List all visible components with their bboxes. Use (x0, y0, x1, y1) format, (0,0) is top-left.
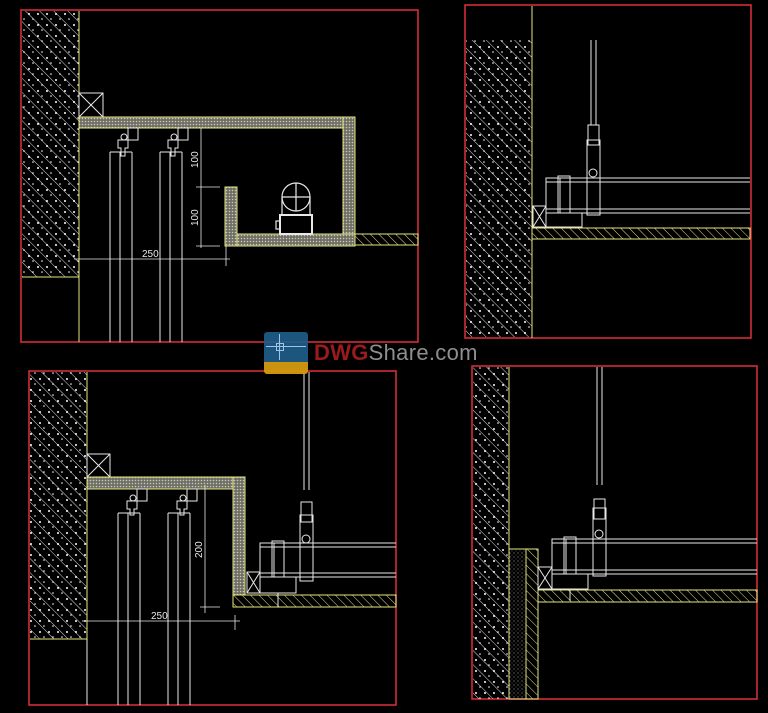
wall-cladding-layer (508, 548, 539, 700)
concrete-wall (22, 11, 80, 342)
dim-label-100-upper: 100 (190, 151, 201, 168)
ceiling-panel (259, 540, 396, 607)
watermark-brand-suffix: Share.com (368, 340, 478, 365)
curtain-box-board (78, 116, 419, 247)
watermark-text: DWGShare.com (314, 332, 478, 374)
ceiling-board (531, 227, 751, 240)
frame-border (20, 9, 419, 343)
dim-label-250: 250 (142, 249, 159, 260)
concrete-wall (466, 6, 533, 338)
dim-label-250: 250 (151, 611, 168, 622)
watermark-brand-prefix: DWG (314, 340, 369, 365)
roller-motor (275, 182, 313, 235)
dim-label-100-lower: 100 (190, 209, 201, 226)
dwgshare-logo-icon (264, 332, 308, 374)
hanger-rod (586, 40, 601, 216)
wood-block-x (246, 571, 261, 594)
curtain-track-1 (109, 127, 139, 342)
curtain-track-2 (167, 488, 198, 705)
concrete-wall (473, 367, 510, 699)
wood-block-x (537, 566, 553, 590)
curtain-track-2 (159, 127, 189, 342)
watermark: DWGShare.com (264, 332, 478, 374)
ceiling-board (537, 589, 758, 603)
detail-panel-3: 200 250 (28, 370, 397, 706)
detail-panel-1: 100 100 250 (20, 9, 419, 343)
detail-panel-4 (471, 365, 758, 700)
wood-block-x (86, 453, 111, 478)
curtain-track-1 (117, 488, 148, 705)
dim-label-200: 200 (194, 541, 205, 558)
frame-border (28, 370, 397, 706)
wood-block-x (532, 205, 547, 228)
hanger-rod (592, 367, 607, 577)
dimension-lines (74, 128, 230, 266)
wood-block-x (78, 92, 104, 118)
frame-border (471, 365, 758, 700)
frame-border (464, 4, 752, 339)
detail-panel-2 (464, 4, 752, 339)
concrete-wall (30, 372, 88, 705)
ceiling-panel (545, 175, 750, 228)
dimension-lines (82, 485, 240, 630)
hanger-rod (299, 372, 314, 582)
curtain-box-board (86, 476, 397, 608)
